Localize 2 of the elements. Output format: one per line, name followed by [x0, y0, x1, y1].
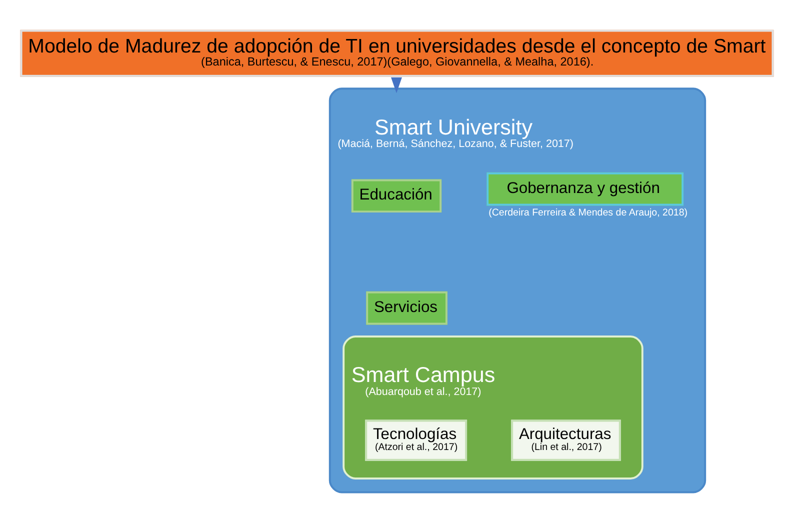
node-label: (Cerdeira Ferreira & Mendes de Araujo, 2018) [488, 206, 688, 218]
arrow [391, 76, 402, 93]
